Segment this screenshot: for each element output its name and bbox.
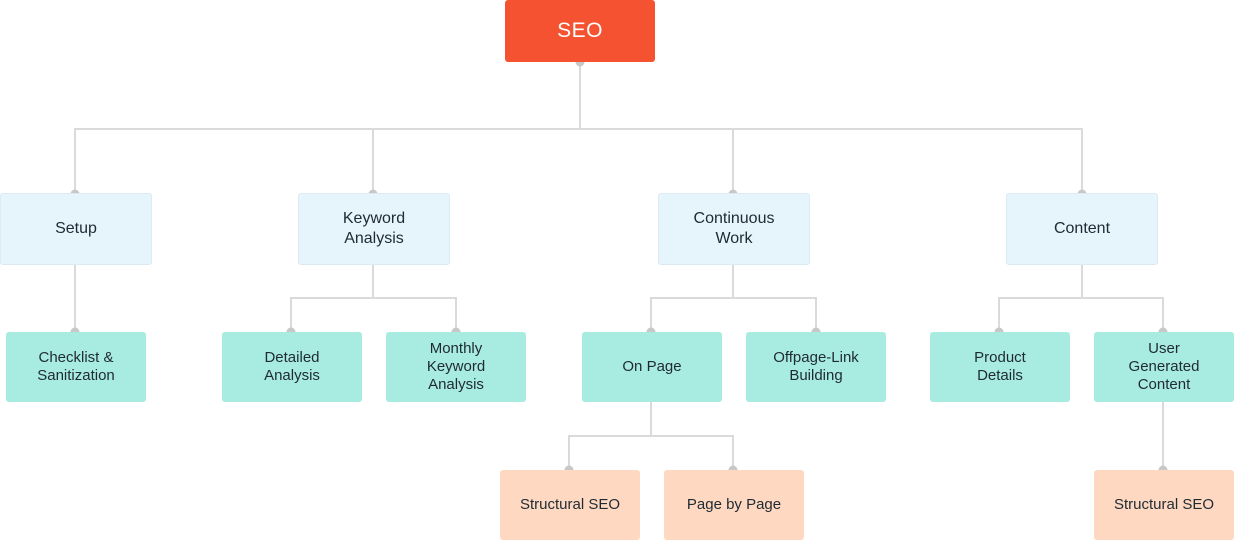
node-user-generated-content-label: User Generated Content (1128, 340, 1200, 393)
node-content: Content (1006, 193, 1158, 265)
node-structural-seo-onpage-label: Structural SEO (519, 496, 621, 513)
node-structural-seo-usergen: Structural SEO (1094, 470, 1234, 540)
node-offpage-link-building-label: Offpage-Link Building (773, 349, 859, 384)
node-monthly-keyword-analysis-label: Monthly Keyword Analysis (426, 340, 486, 393)
node-continuous-work-label: Continuous Work (693, 210, 775, 247)
node-user-generated-content: User Generated Content (1094, 332, 1234, 402)
node-seo-label: SEO (557, 19, 603, 42)
node-detailed-analysis: Detailed Analysis (222, 332, 362, 402)
connector-content-children (998, 264, 1164, 332)
node-checklist-sanitization-label: Checklist & Sanitization (37, 349, 115, 384)
connector-onpage-children (568, 402, 734, 470)
node-product-details-label: Product Details (974, 349, 1026, 384)
node-setup-label: Setup (55, 220, 97, 237)
node-keyword-analysis-label: Keyword Analysis (342, 210, 406, 247)
node-on-page: On Page (582, 332, 722, 402)
node-product-details: Product Details (930, 332, 1070, 402)
node-setup: Setup (0, 193, 152, 265)
node-page-by-page: Page by Page (664, 470, 804, 540)
node-structural-seo-usergen-label: Structural SEO (1113, 496, 1215, 513)
node-checklist-sanitization: Checklist & Sanitization (6, 332, 146, 402)
node-continuous-work: Continuous Work (658, 193, 810, 265)
node-page-by-page-label: Page by Page (686, 496, 782, 513)
node-structural-seo-onpage: Structural SEO (500, 470, 640, 540)
connector-level1-bar (74, 128, 1083, 194)
node-offpage-link-building: Offpage-Link Building (746, 332, 886, 402)
connector-continuous-children (650, 264, 817, 332)
node-on-page-label: On Page (622, 358, 682, 375)
node-seo: SEO (505, 0, 655, 62)
connector-keyword-children (290, 264, 457, 332)
node-monthly-keyword-analysis: Monthly Keyword Analysis (386, 332, 526, 402)
node-keyword-analysis: Keyword Analysis (298, 193, 450, 265)
node-content-label: Content (1053, 220, 1111, 237)
node-detailed-analysis-label: Detailed Analysis (264, 349, 320, 384)
